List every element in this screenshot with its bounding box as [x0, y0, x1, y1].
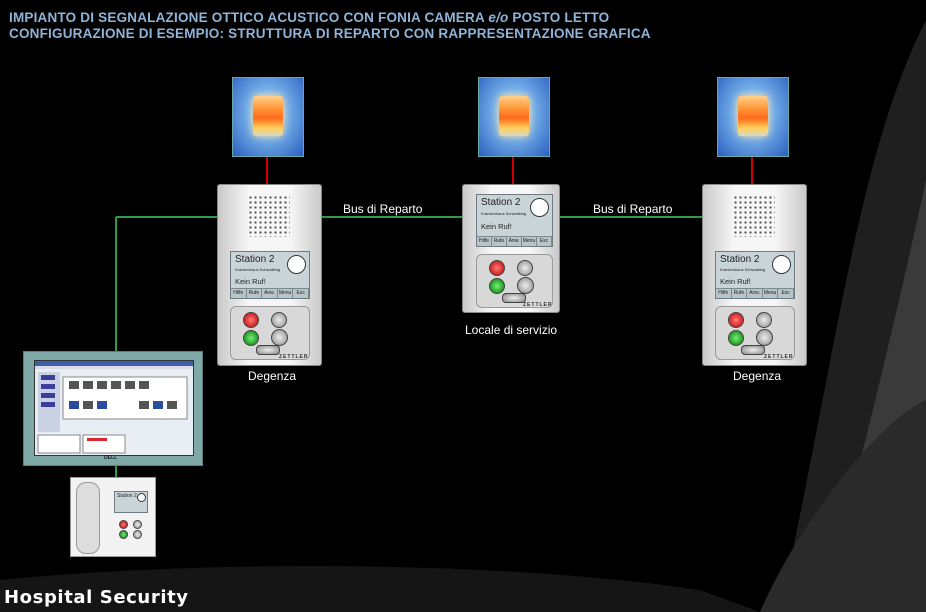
presence-button[interactable]: [728, 330, 744, 346]
terminal-screen: Station 2 Krankenhaus Schwalbing Kein Ru…: [230, 251, 310, 299]
presence-button[interactable]: [243, 330, 259, 346]
bus-label-left: Bus di Reparto: [343, 202, 423, 216]
call-button[interactable]: [489, 260, 505, 276]
terminal-keypad: ZETTLER: [715, 306, 795, 360]
key-nav[interactable]: [517, 277, 534, 294]
corridor-lamp-center: [478, 77, 550, 157]
clock-icon: [137, 493, 146, 502]
key-speak[interactable]: [502, 293, 526, 303]
terminal-screen: Station 2 Krankenhaus Schwalbing Kein Ru…: [476, 194, 553, 247]
screen-status: Kein Ruf!: [235, 277, 266, 286]
call-button[interactable]: [728, 312, 744, 328]
desk-terminal: Station 2: [70, 477, 156, 557]
station-label-center: Locale di servizio: [465, 323, 558, 337]
terminal-keypad: ZETTLER: [230, 306, 310, 360]
service-terminal-center: Station 2 Krankenhaus Schwalbing Kein Ru…: [462, 184, 560, 313]
key-speak[interactable]: [741, 345, 765, 355]
terminal-keypad: ZETTLER: [476, 254, 553, 308]
corridor-lamp-left: [232, 77, 304, 157]
call-button[interactable]: [119, 520, 128, 529]
key-nav[interactable]: [756, 329, 773, 346]
supervision-monitor: DELL: [23, 351, 203, 466]
clock-icon: [287, 255, 306, 274]
presence-button[interactable]: [119, 530, 128, 539]
bus-label-right: Bus di Reparto: [593, 202, 673, 216]
key-nav[interactable]: [271, 329, 288, 346]
corridor-lamp-right: [717, 77, 789, 157]
diagram-title-line2: CONFIGURAZIONE DI ESEMPIO: STRUTTURA DI …: [9, 26, 651, 41]
call-button[interactable]: [243, 312, 259, 328]
presence-button[interactable]: [489, 278, 505, 294]
screen-station-label: Station 2: [235, 254, 275, 265]
diagram-title-line1: IMPIANTO DI SEGNALAZIONE OTTICO ACUSTICO…: [9, 10, 610, 25]
monitor-screen: [34, 360, 194, 456]
station-label-left: Degenza: [248, 369, 297, 383]
terminal-screen: Station 2 Krankenhaus Schwalbing Kein Ru…: [715, 251, 795, 299]
key-speak[interactable]: [256, 345, 280, 355]
terminal-screen: Station 2: [114, 491, 148, 513]
key-up[interactable]: [517, 260, 533, 276]
room-terminal-right: Station 2 Krankenhaus Schwalbing Kein Ru…: [702, 184, 807, 366]
key-up[interactable]: [756, 312, 772, 328]
key-nav[interactable]: [133, 530, 142, 539]
handset[interactable]: [76, 482, 100, 554]
clock-icon: [772, 255, 791, 274]
key-up[interactable]: [271, 312, 287, 328]
room-terminal-left: Station 2 Krankenhaus Schwalbing Kein Ru…: [217, 184, 322, 366]
monitor-brand: DELL: [104, 455, 118, 461]
footer-brand: Hospital Security: [4, 587, 189, 608]
key-up[interactable]: [133, 520, 142, 529]
station-label-right: Degenza: [733, 369, 782, 383]
clock-icon: [530, 198, 549, 217]
